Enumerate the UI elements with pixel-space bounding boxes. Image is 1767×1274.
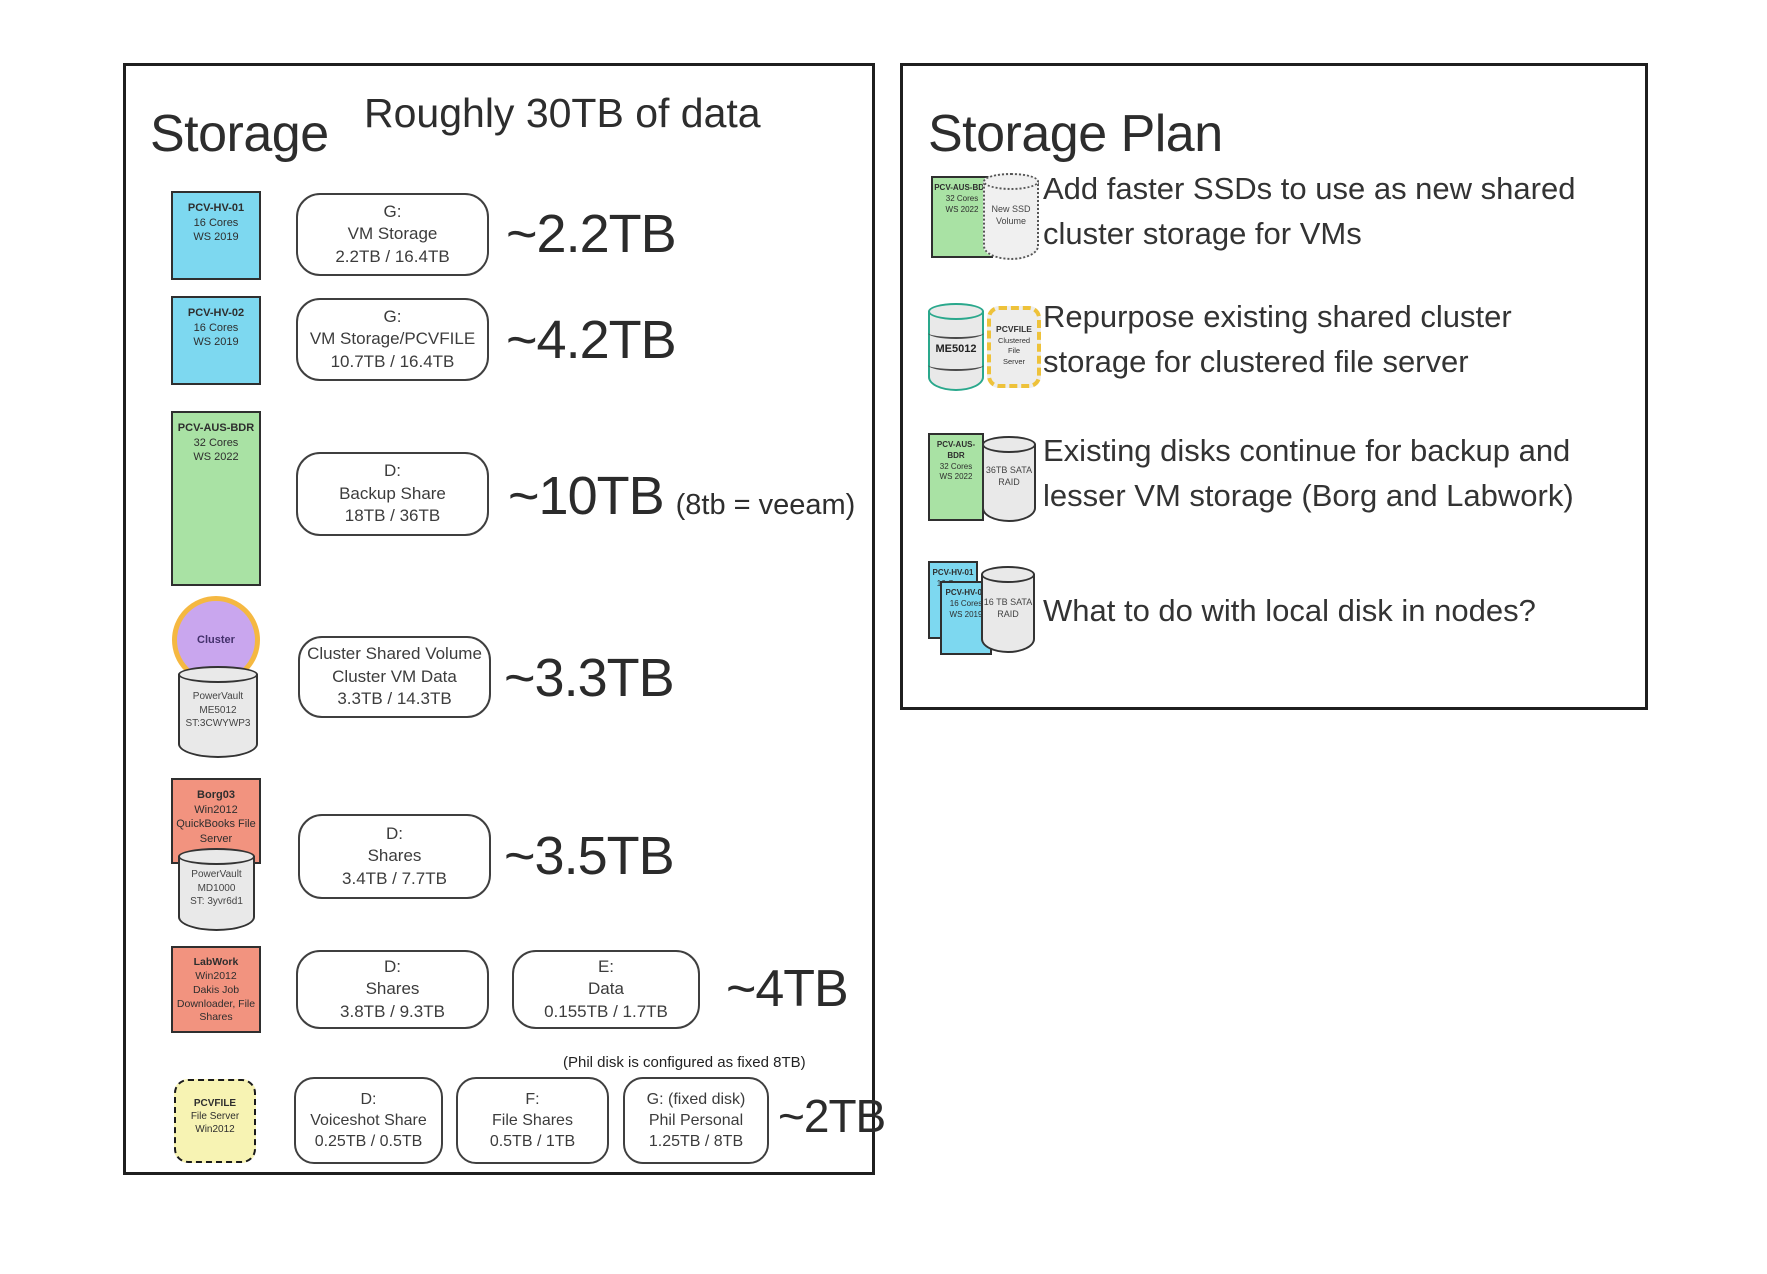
size-value: ~2.2TB	[506, 204, 677, 264]
size-number: ~2.2TB	[506, 204, 677, 264]
cylinder-body	[982, 444, 1036, 522]
storage-subtitle: Roughly 30TB of data	[364, 90, 761, 136]
cylinder-top	[178, 666, 258, 683]
cylinder-band	[928, 359, 984, 371]
size-number: ~10TB	[508, 466, 665, 526]
size-value: ~10TB (8tb = veeam)	[508, 469, 855, 523]
phil-disk-note: (Phil disk is configured as fixed 8TB)	[563, 1054, 806, 1071]
cylinder-top	[981, 566, 1035, 583]
size-number: ~4TB	[726, 960, 849, 1018]
san-label: ME5012	[935, 343, 977, 355]
cylinder-body	[928, 311, 984, 391]
size-number: ~3.5TB	[504, 826, 675, 886]
storage-plan-title: Storage Plan	[928, 105, 1223, 163]
size-value: ~2TB	[778, 1090, 886, 1142]
cylinder-body	[178, 856, 255, 931]
cylinder-body	[981, 574, 1035, 653]
me5012-san-cylinder: ME5012	[928, 303, 984, 391]
size-note: (8tb = veeam)	[675, 489, 856, 521]
cylinder-top	[983, 173, 1039, 190]
size-value: ~4TB	[726, 960, 849, 1018]
storage-title: Storage	[150, 105, 329, 163]
size-value: ~3.3TB	[504, 648, 675, 708]
cylinder-body	[178, 674, 258, 758]
size-number: ~3.3TB	[504, 648, 675, 708]
cluster-label: Cluster	[197, 634, 235, 646]
cylinder-band	[928, 327, 984, 339]
size-value: ~4.2TB	[506, 310, 677, 370]
size-value: ~3.5TB	[504, 826, 675, 886]
plan-item-text-4: What to do with local disk in nodes?	[1043, 593, 1536, 628]
cylinder-top	[178, 848, 255, 865]
cylinder-top	[982, 436, 1036, 453]
size-number: ~2TB	[778, 1090, 886, 1142]
size-number: ~4.2TB	[506, 310, 677, 370]
cylinder-top	[928, 303, 984, 320]
